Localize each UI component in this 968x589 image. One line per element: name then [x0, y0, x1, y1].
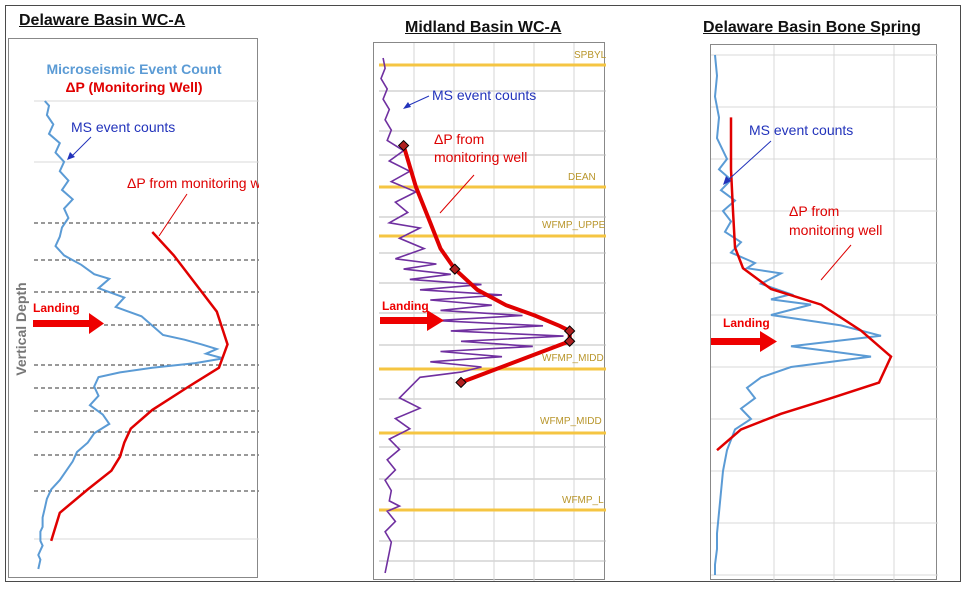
landing-arrow-shaft — [33, 320, 93, 327]
ms-series-line — [380, 57, 564, 574]
annotation-ms: MS event counts — [749, 122, 853, 138]
panel-2-title: Midland Basin WC-A — [405, 19, 562, 36]
landing-arrow — [711, 331, 777, 352]
chart-1-svg: Microseismic Event Count ΔP (Monitoring … — [13, 61, 259, 570]
landing-arrow-shaft — [711, 338, 763, 345]
formation-label-wfmp-lower: WFMP_L — [562, 495, 604, 506]
dp-series-line — [50, 231, 229, 542]
figure-frame — [5, 5, 961, 582]
landing-arrow-shaft — [380, 317, 430, 324]
annotation-dp-leader — [820, 244, 852, 281]
formation-label-wfmp-middle-2: WFMP_MIDD — [540, 416, 602, 427]
panel-3-title: Delaware Basin Bone Spring — [703, 19, 921, 36]
landing-arrow-head — [89, 313, 104, 334]
annotation-landing: Landing — [33, 301, 80, 315]
panel-1: Microseismic Event Count ΔP (Monitoring … — [8, 38, 259, 578]
y-axis-label: Vertical Depth — [13, 282, 29, 375]
annotation-line: monitoring well — [789, 222, 882, 238]
annotation-ms-leader — [406, 95, 430, 107]
annotation-line: monitoring well — [434, 149, 527, 165]
dashed-grid — [34, 222, 259, 492]
panel-2: SPBYL DEAN WFMP_UPPE WFMP_MIDD WFMP_MIDD… — [373, 42, 606, 581]
vertical-grid — [413, 43, 575, 581]
formation-label-spbyl: SPBYL — [574, 50, 606, 61]
formation-label-wfmp-middle-1: WFMP_MIDD — [542, 353, 604, 364]
annotation-ms-leader — [726, 140, 772, 182]
annotation-line: ΔP from — [434, 131, 484, 147]
dp-marker — [449, 263, 461, 275]
chart-2-svg: SPBYL DEAN WFMP_UPPE WFMP_MIDD WFMP_MIDD… — [379, 43, 606, 581]
dp-marker — [563, 335, 576, 347]
dp-marker — [397, 139, 410, 152]
formation-tops — [379, 63, 606, 512]
annotation-ms-arrowhead — [403, 102, 411, 109]
solid-grid — [34, 100, 259, 540]
annotation-dp: ΔP from monitoring well — [434, 131, 527, 165]
annotation-line: ΔP from — [789, 203, 839, 219]
panel-1-title: Delaware Basin WC-A — [19, 12, 186, 29]
annotation-ms: MS event counts — [432, 87, 536, 103]
dp-marker — [455, 376, 467, 389]
landing-arrow-head — [760, 331, 777, 352]
formation-label-wfmp-upper: WFMP_UPPE — [542, 220, 606, 231]
annotation-ms-arrowhead — [723, 176, 731, 185]
annotation-dp: ΔP from monitoring well — [127, 175, 259, 191]
formation-label-dean: DEAN — [568, 172, 596, 183]
dp-markers — [397, 139, 576, 389]
landing-arrow — [380, 310, 444, 331]
landing-arrow — [33, 313, 104, 334]
landing-arrow-head — [427, 310, 444, 331]
annotation-ms-leader — [70, 136, 92, 158]
panel-3: MS event counts ΔP from monitoring well L… — [710, 44, 938, 581]
annotation-landing: Landing — [723, 316, 770, 330]
annotation-dp-leader — [158, 193, 188, 237]
formation-labels: SPBYL DEAN WFMP_UPPE WFMP_MIDD WFMP_MIDD… — [540, 50, 606, 506]
legend-ms: Microseismic Event Count — [46, 61, 221, 77]
legend-dp: ΔP (Monitoring Well) — [65, 79, 202, 95]
ms-series-line — [37, 100, 224, 570]
dp-series-line — [716, 117, 893, 452]
annotation-ms-arrowhead — [67, 152, 75, 160]
annotation-dp-leader — [439, 174, 475, 214]
annotation-landing: Landing — [382, 299, 429, 313]
chart-3-svg: MS event counts ΔP from monitoring well L… — [711, 45, 938, 581]
annotation-ms: MS event counts — [71, 119, 175, 135]
annotation-dp: ΔP from monitoring well — [789, 203, 882, 238]
dp-series-line — [401, 145, 572, 385]
